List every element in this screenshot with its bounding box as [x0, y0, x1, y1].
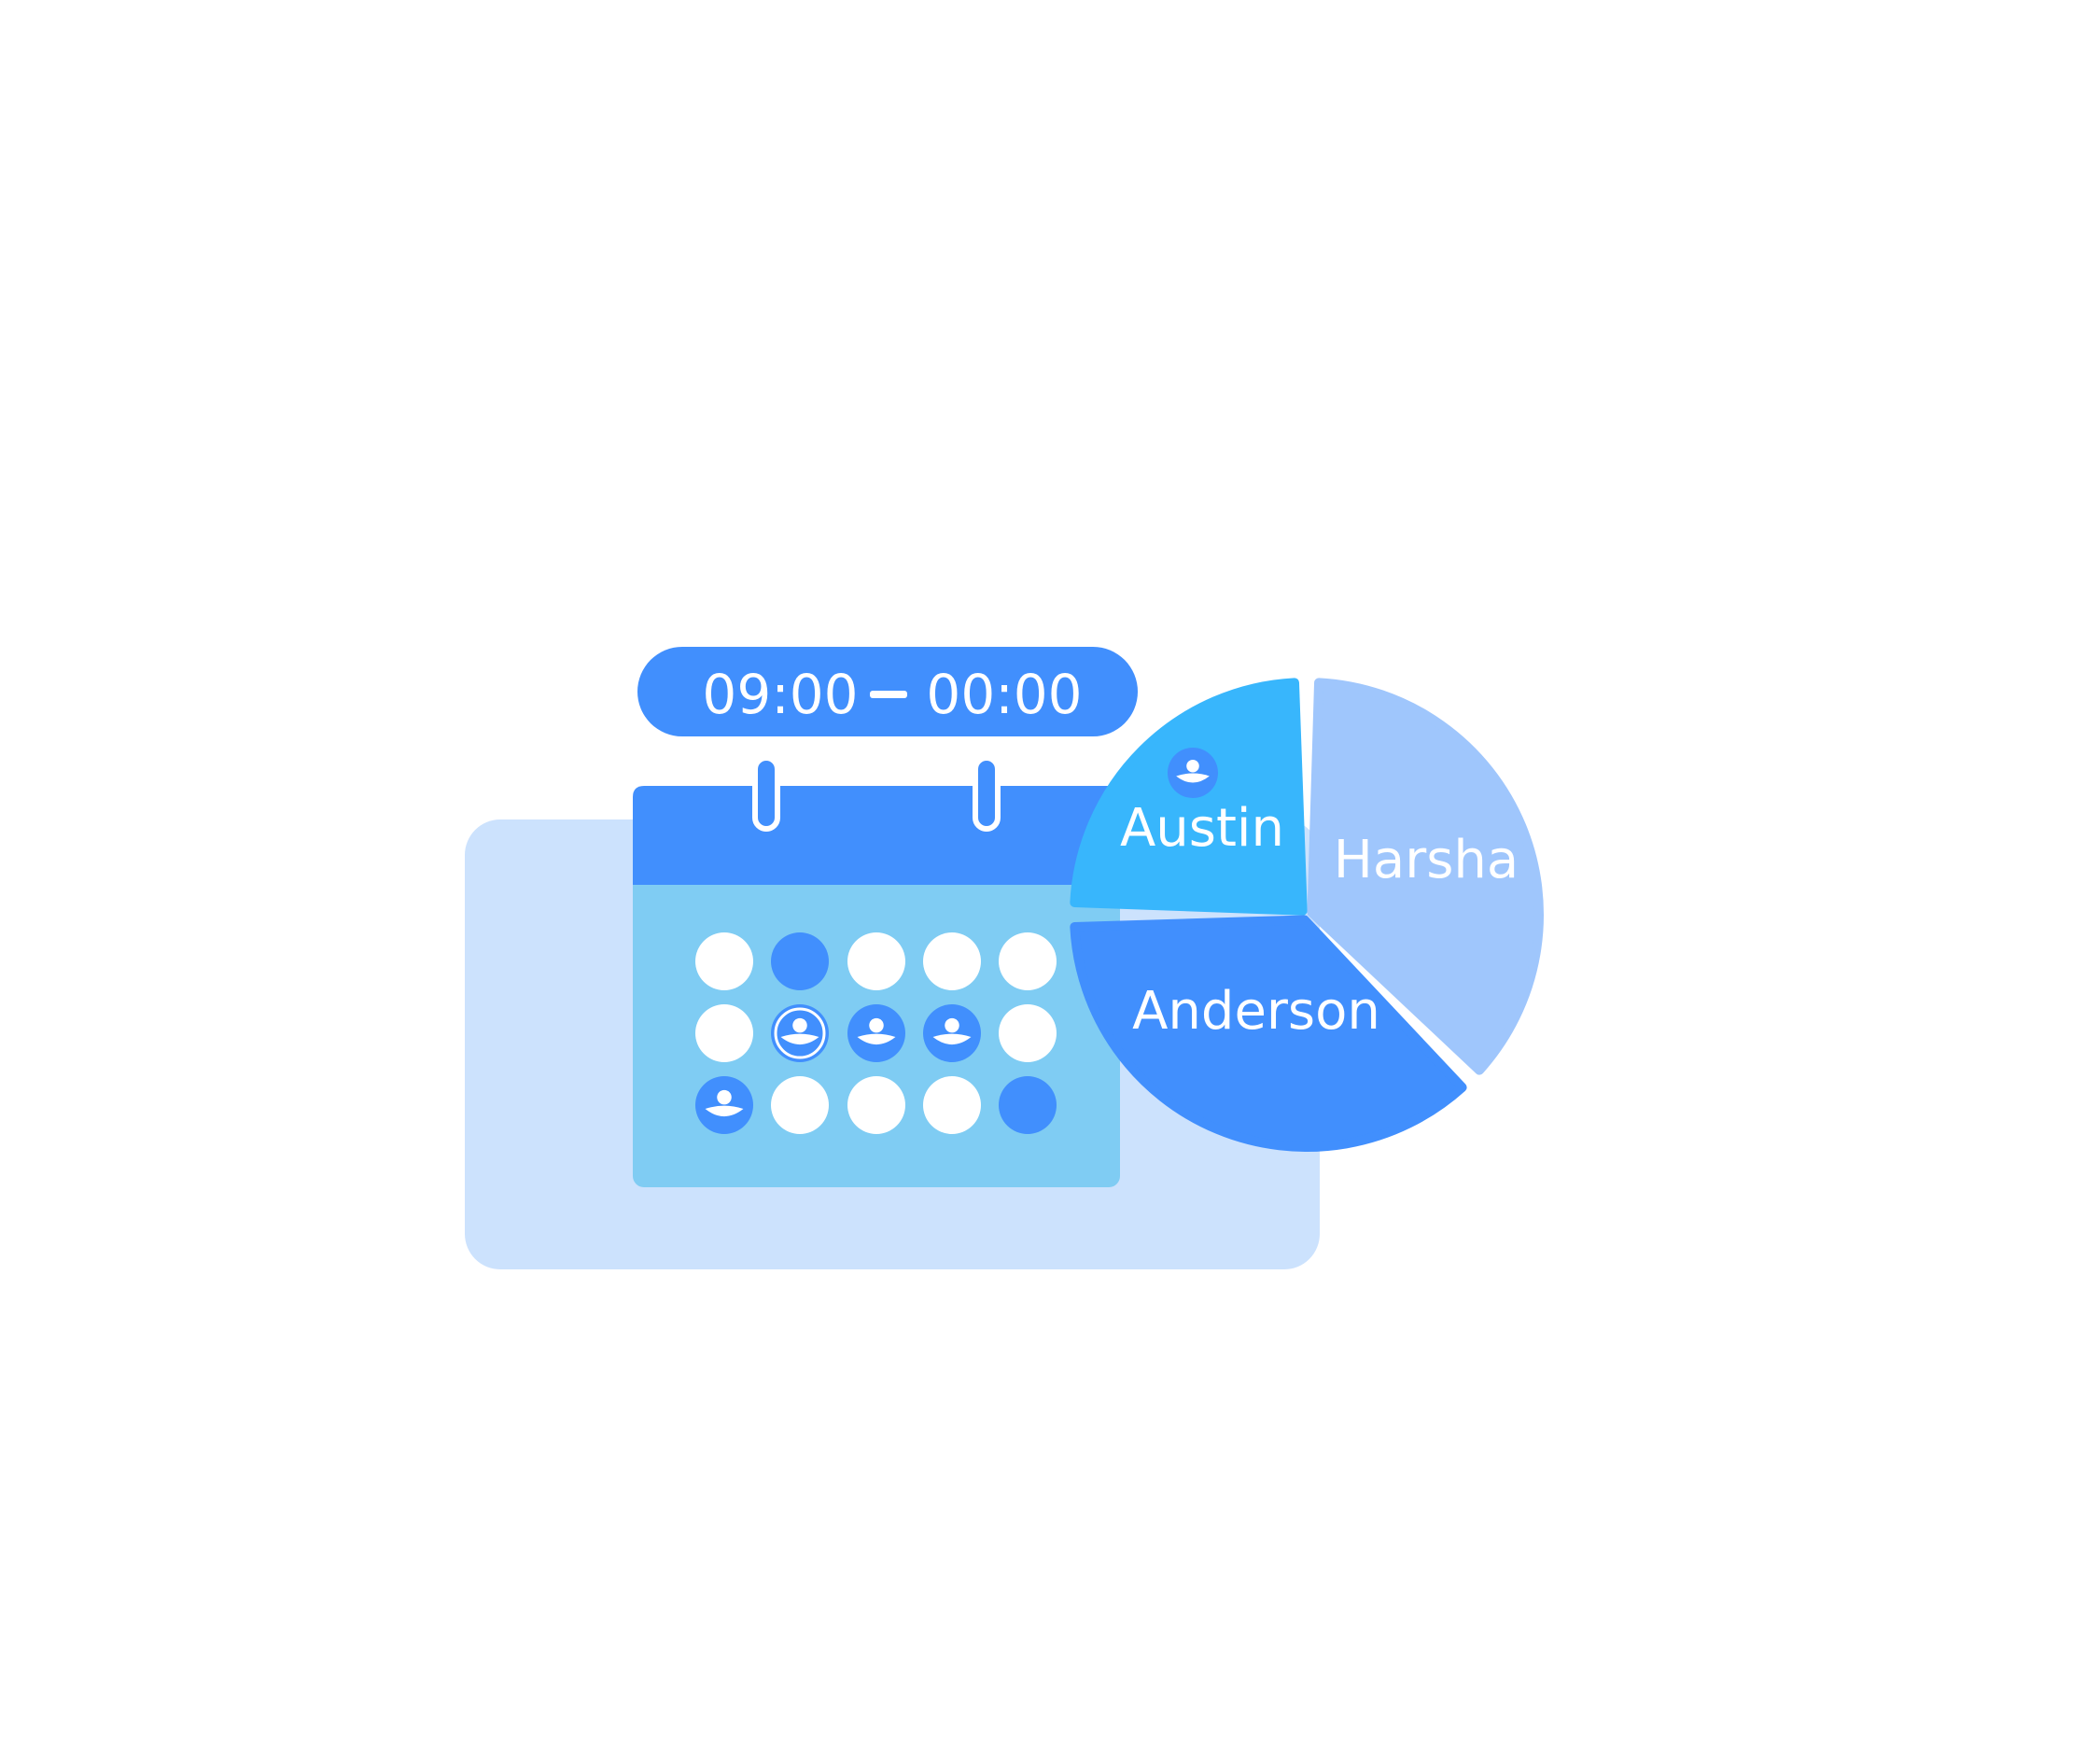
pie-label-harsha: Harsha — [1334, 830, 1519, 890]
calendar-day-empty[interactable] — [999, 932, 1057, 990]
time-range-pill: 09:00 00:00 — [637, 647, 1138, 736]
calendar-day-person-selected[interactable] — [771, 1004, 829, 1062]
calendar-day-empty[interactable] — [847, 1076, 905, 1134]
pie-slice-harsha[interactable]: Harsha — [1307, 678, 1544, 1075]
pie-slice-anderson[interactable]: Anderson — [1070, 915, 1467, 1152]
person-avatar-icon — [771, 1004, 829, 1062]
person-avatar-icon — [695, 1076, 753, 1134]
person-avatar-icon — [923, 1004, 981, 1062]
calendar-day-empty[interactable] — [771, 1076, 829, 1134]
calendar-day-empty[interactable] — [847, 932, 905, 990]
pie-slice-austin[interactable]: Austin — [1070, 678, 1308, 916]
calendar-ring-left — [752, 755, 780, 832]
calendar-ring-right — [973, 755, 1001, 832]
calendar-day-empty[interactable] — [999, 1004, 1057, 1062]
calendar-day-empty[interactable] — [695, 932, 753, 990]
calendar-grid — [695, 932, 1057, 1134]
calendar-day-person[interactable] — [923, 1004, 981, 1062]
time-separator — [870, 691, 907, 698]
calendar-day-person[interactable] — [847, 1004, 905, 1062]
calendar-day-empty[interactable] — [695, 1004, 753, 1062]
calendar-header — [633, 786, 1120, 885]
calendar-day-busy[interactable] — [771, 932, 829, 990]
calendar-day-busy[interactable] — [999, 1076, 1057, 1134]
calendar-day-person[interactable] — [695, 1076, 753, 1134]
pie-label-anderson: Anderson — [1132, 981, 1380, 1042]
calendar-day-empty[interactable] — [923, 932, 981, 990]
calendar — [633, 755, 1120, 1187]
time-start: 09:00 — [702, 663, 858, 726]
person-avatar-icon — [847, 1004, 905, 1062]
calendar-day-empty[interactable] — [923, 1076, 981, 1134]
time-end: 00:00 — [926, 663, 1082, 726]
person-avatar-icon — [1168, 748, 1218, 798]
pie-label-austin: Austin — [1120, 798, 1284, 859]
